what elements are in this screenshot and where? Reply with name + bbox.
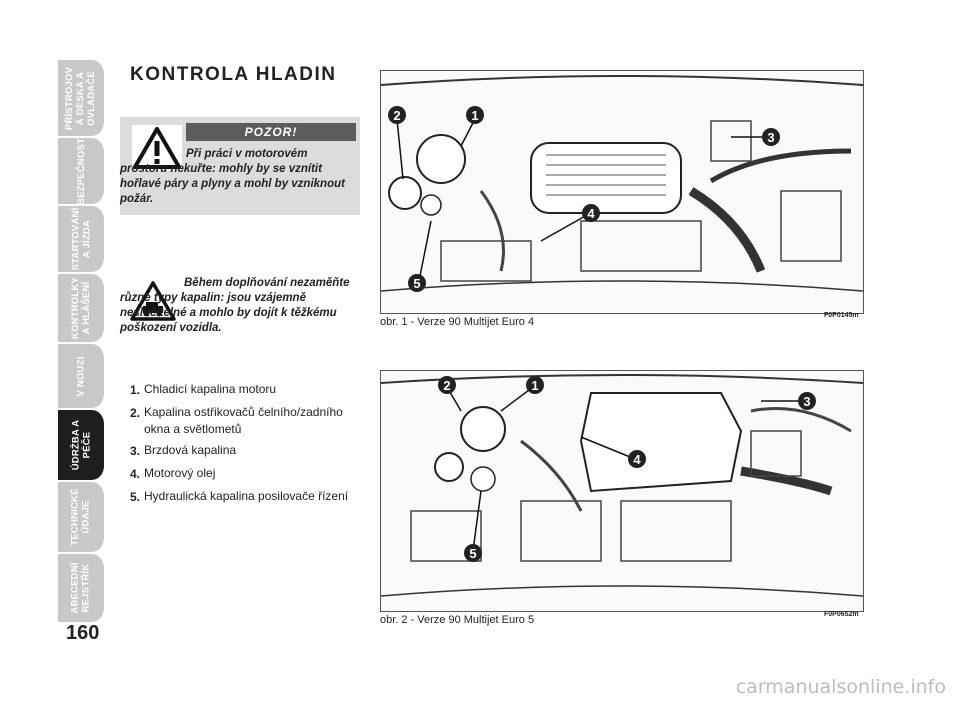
legend-item: 3.Brzdová kapalina [130, 441, 370, 461]
marker-4 [628, 450, 646, 468]
tab-technicke-udaje[interactable]: TECHNICKÉ ÚDAJE [58, 482, 106, 552]
legend-text: Chladicí kapalina motoru [144, 382, 277, 396]
tab-label: V NOUZI [75, 356, 87, 396]
marker-label: 4 [633, 452, 641, 467]
legend-number: 1. [130, 383, 141, 397]
vehicle-caution-icon [130, 281, 176, 321]
caution-note-text: Během doplňování nezaměňte různé typy ka… [120, 277, 350, 334]
legend-number: 5. [130, 490, 141, 504]
marker-2 [438, 376, 456, 394]
page-number: 160 [66, 622, 100, 644]
marker-label: 5 [469, 546, 476, 561]
figure-1-engine-bay: 1 2 3 4 5 [380, 70, 864, 314]
tab-udrzba[interactable]: ÚDRŽBA A PÉČE [58, 410, 106, 480]
marker-label: 1 [531, 378, 538, 393]
marker-2 [388, 106, 406, 124]
legend-text: Kapalina ostřikovačů čelního/zadního okn… [144, 405, 343, 436]
legend-item: 4.Motorový olej [130, 464, 370, 484]
component-legend: 1.Chladicí kapalina motoru 2.Kapalina os… [130, 380, 370, 507]
marker-1 [526, 376, 544, 394]
marker-label: 3 [803, 394, 810, 409]
marker-3 [762, 128, 780, 146]
figure-2-code: F0P0652m [824, 611, 859, 618]
figure-2-engine-bay: 1 2 3 4 5 [380, 370, 864, 612]
warning-text: Při práci v motorovém prostoru nekuřte: … [120, 148, 345, 205]
legend-text: Motorový olej [144, 466, 216, 480]
legend-item: 1.Chladicí kapalina motoru [130, 380, 370, 400]
tab-label: ABECEDNÍ REJSTŘÍK [70, 562, 92, 614]
tab-label: ÚDRŽBA A PÉČE [70, 419, 93, 471]
tab-startovani[interactable]: STARTOVÁNÍ A JÍZDA [58, 206, 106, 272]
warning-header: POZOR! [186, 123, 356, 141]
tab-pristrojova-deska[interactable]: PŘÍSTROJOV Á DESKA A OVLADAČE [58, 60, 106, 136]
page-title: KONTROLA HLADIN [130, 64, 337, 85]
tab-bezpecnost[interactable]: BEZPEČNOST [58, 138, 106, 204]
marker-label: 3 [767, 130, 774, 145]
engine-illustration-2: 1 2 3 4 5 [380, 371, 864, 611]
figure-1-code: F0P0145m [824, 312, 859, 319]
tab-label: STARTOVÁNÍ A JÍZDA [70, 207, 92, 271]
figure-2-caption: obr. 2 - Verze 90 Multijet Euro 5 [380, 614, 535, 626]
tab-kontrolky[interactable]: KONTROLKY A HLÁŠENÍ [58, 274, 106, 342]
tab-v-nouzi[interactable]: V NOUZI [58, 344, 106, 408]
marker-label: 4 [587, 206, 595, 221]
marker-5 [408, 274, 426, 292]
marker-5 [464, 544, 482, 562]
tab-label: TECHNICKÉ ÚDAJE [70, 488, 92, 546]
tab-abecedni-rejstrik[interactable]: ABECEDNÍ REJSTŘÍK [58, 554, 106, 622]
watermark: carmanualsonline.info [735, 676, 946, 698]
legend-number: 3. [130, 444, 141, 458]
marker-3 [798, 392, 816, 410]
marker-label: 2 [443, 378, 450, 393]
warning-triangle-icon [132, 125, 182, 171]
tab-label: KONTROLKY A HLÁŠENÍ [70, 277, 92, 339]
marker-1 [466, 106, 484, 124]
legend-text: Brzdová kapalina [144, 443, 237, 457]
warning-box: POZOR! Při práci v motorovém prostoru ne… [120, 117, 360, 215]
legend-number: 2. [130, 406, 141, 420]
legend-item: 5.Hydraulická kapalina posilovače řízení [130, 487, 370, 507]
engine-illustration-1: 1 2 3 4 5 [380, 71, 864, 313]
marker-label: 1 [471, 108, 478, 123]
marker-label: 2 [393, 108, 400, 123]
marker-label: 5 [413, 276, 420, 291]
legend-item: 2.Kapalina ostřikovačů čelního/zadního o… [130, 403, 370, 438]
marker-4 [582, 204, 600, 222]
figure-1-caption: obr. 1 - Verze 90 Multijet Euro 4 [380, 316, 535, 328]
tab-label: BEZPEČNOST [75, 137, 87, 205]
tab-label: PŘÍSTROJOV Á DESKA A OVLADAČE [64, 66, 98, 130]
legend-text: Hydraulická kapalina posilovače řízení [144, 489, 349, 503]
legend-number: 4. [130, 467, 141, 481]
